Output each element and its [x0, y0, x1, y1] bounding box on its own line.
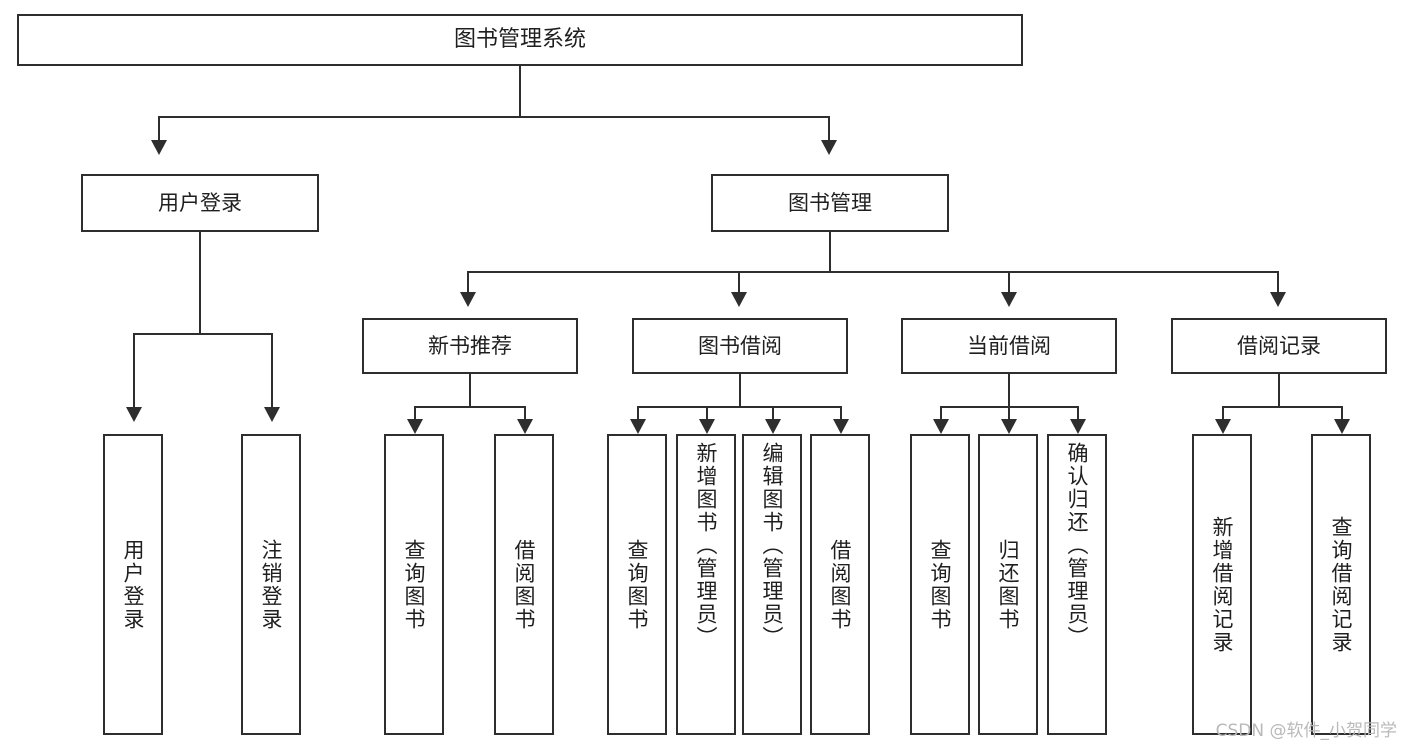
node-label: 图书管理系统 — [453, 27, 586, 53]
arrow-to-borrow-record — [1270, 292, 1286, 307]
node-label: 查询图书 — [402, 538, 427, 631]
arrow-to-book-borrow — [731, 292, 747, 307]
connector-user-login-drop-1 — [133, 333, 135, 409]
node-label: 归还图书 — [996, 538, 1021, 631]
connector-book-borrow-drop-2 — [706, 406, 708, 422]
node-label: 查询图书 — [625, 538, 650, 631]
node-label: 新书推荐 — [428, 333, 512, 358]
connector-root-bar — [158, 116, 829, 118]
connector-new-book-rec-drop-2 — [524, 406, 526, 422]
node-root-system[interactable]: 图书管理系统 — [17, 14, 1023, 66]
leaf-add-record[interactable]: 新增借阅记录 — [1192, 434, 1252, 735]
arrow-to-leaf-query-book-3 — [933, 419, 949, 434]
arrow-root-to-book-manage — [821, 140, 837, 155]
connector-book-manage-drop-3 — [1008, 271, 1010, 294]
arrow-to-leaf-add-record — [1215, 419, 1231, 434]
arrow-to-leaf-edit-book — [765, 419, 781, 434]
arrow-to-current-borrow — [1001, 292, 1017, 307]
node-label: 图书管理 — [788, 190, 872, 215]
arrow-to-leaf-user-login — [126, 407, 142, 422]
arrow-to-leaf-add-book — [699, 419, 715, 434]
connector-book-manage-drop-2 — [738, 271, 740, 294]
connector-current-borrow-drop-3 — [1077, 406, 1079, 422]
node-label: 当前借阅 — [967, 333, 1051, 358]
arrow-to-leaf-return-book — [1001, 419, 1017, 434]
leaf-edit-book[interactable]: 编辑图书（管理员） — [742, 434, 802, 735]
connector-book-manage-drop-1 — [467, 271, 469, 294]
arrow-to-new-book-rec — [460, 292, 476, 307]
connector-new-book-rec-drop-1 — [414, 406, 416, 422]
arrow-to-leaf-borrow-book-1 — [517, 419, 533, 434]
connector-current-borrow-drop-1 — [940, 406, 942, 422]
node-current-borrow[interactable]: 当前借阅 — [901, 318, 1117, 374]
node-label: 编辑图书（管理员） — [760, 442, 785, 649]
leaf-return-book[interactable]: 归还图书 — [978, 434, 1038, 735]
connector-new-book-rec-stem — [469, 374, 471, 407]
node-label: 新增借阅记录 — [1210, 515, 1235, 654]
connector-book-borrow-stem — [739, 374, 741, 407]
node-label: 用户登录 — [158, 190, 242, 215]
node-label: 新增图书（管理员） — [694, 442, 719, 649]
node-label: 借阅图书 — [828, 538, 853, 631]
node-label: 注销登录 — [259, 538, 284, 631]
connector-book-borrow-bar — [637, 406, 841, 408]
leaf-borrow-book-1[interactable]: 借阅图书 — [494, 434, 554, 735]
arrow-to-leaf-query-record — [1334, 419, 1350, 434]
node-label: 确认归还（管理员） — [1065, 442, 1090, 649]
connector-borrow-record-stem — [1278, 374, 1280, 407]
leaf-query-book-1[interactable]: 查询图书 — [384, 434, 444, 735]
connector-new-book-rec-bar — [414, 406, 525, 408]
leaf-query-book-2[interactable]: 查询图书 — [607, 434, 667, 735]
connector-borrow-record-drop-1 — [1222, 406, 1224, 422]
connector-user-login-stem — [199, 232, 201, 334]
leaf-user-logout[interactable]: 注销登录 — [241, 434, 301, 735]
connector-borrow-record-drop-2 — [1341, 406, 1343, 422]
leaf-query-book-3[interactable]: 查询图书 — [910, 434, 970, 735]
leaf-query-record[interactable]: 查询借阅记录 — [1311, 434, 1371, 735]
connector-borrow-record-bar — [1222, 406, 1342, 408]
node-user-login[interactable]: 用户登录 — [81, 174, 319, 232]
connector-book-borrow-drop-4 — [840, 406, 842, 422]
connector-root-stem — [519, 66, 521, 117]
connector-book-manage-stem — [829, 232, 831, 272]
node-new-book-rec[interactable]: 新书推荐 — [362, 318, 578, 374]
leaf-user-login[interactable]: 用户登录 — [103, 434, 163, 735]
node-label: 用户登录 — [121, 538, 146, 631]
arrow-to-leaf-confirm-return — [1070, 419, 1086, 434]
leaf-borrow-book-2[interactable]: 借阅图书 — [810, 434, 870, 735]
node-borrow-record[interactable]: 借阅记录 — [1171, 318, 1387, 374]
node-book-borrow[interactable]: 图书借阅 — [632, 318, 848, 374]
arrow-to-leaf-query-book-1 — [407, 419, 423, 434]
arrow-to-leaf-user-logout — [264, 407, 280, 422]
connector-book-borrow-drop-1 — [637, 406, 639, 422]
node-book-manage[interactable]: 图书管理 — [711, 174, 949, 232]
connector-user-login-drop-2 — [271, 333, 273, 409]
arrow-to-leaf-borrow-book-2 — [833, 419, 849, 434]
node-label: 查询借阅记录 — [1329, 515, 1354, 654]
arrow-root-to-user-login — [151, 140, 167, 155]
csdn-watermark: CSDN @软件_小贺同学 — [1215, 721, 1397, 741]
connector-book-borrow-drop-3 — [772, 406, 774, 422]
connector-current-borrow-drop-2 — [1008, 406, 1010, 422]
connector-book-manage-drop-4 — [1277, 271, 1279, 294]
leaf-confirm-return[interactable]: 确认归还（管理员） — [1047, 434, 1107, 735]
node-label: 借阅图书 — [512, 538, 537, 631]
leaf-add-book[interactable]: 新增图书（管理员） — [676, 434, 736, 735]
connector-current-borrow-stem — [1008, 374, 1010, 407]
connector-book-manage-bar — [467, 271, 1277, 273]
node-label: 图书借阅 — [698, 333, 782, 358]
node-label: 借阅记录 — [1237, 333, 1321, 358]
connector-user-login-bar — [133, 333, 273, 335]
node-label: 查询图书 — [928, 538, 953, 631]
connector-root-to-book-manage — [828, 116, 830, 143]
connector-root-to-user-login — [158, 116, 160, 143]
arrow-to-leaf-query-book-2 — [630, 419, 646, 434]
